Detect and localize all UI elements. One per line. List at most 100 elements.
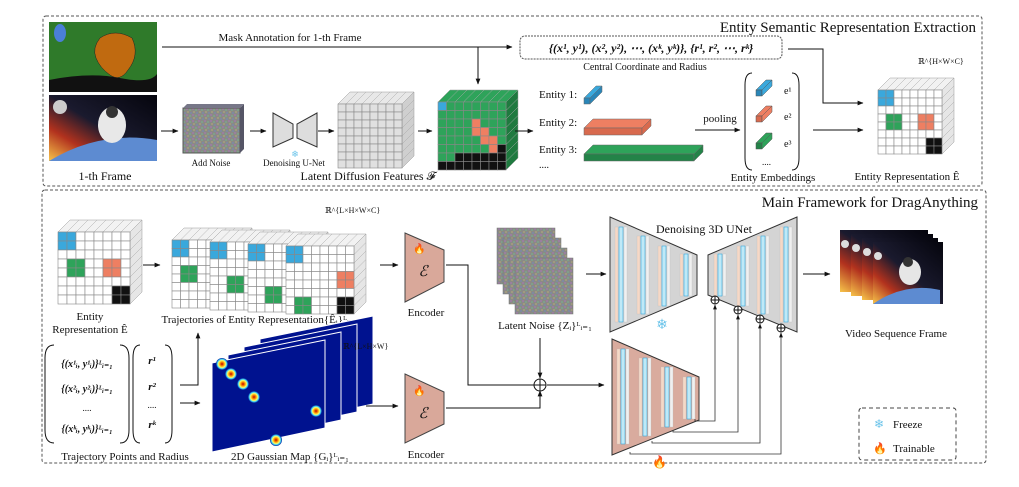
cube-side-line xyxy=(401,115,415,129)
cube-cell xyxy=(454,161,464,171)
cube-cell xyxy=(336,305,346,315)
embedding-cube-front xyxy=(755,89,763,97)
cube-side-line xyxy=(129,273,143,287)
trainable-layer-peach xyxy=(638,357,643,437)
cube-top-line xyxy=(345,233,358,247)
legend-freeze-label: Freeze xyxy=(893,419,922,431)
cube-cell xyxy=(471,135,481,145)
cube-cell xyxy=(120,276,131,287)
cube-cell xyxy=(901,113,911,123)
cube-side-line xyxy=(353,242,367,255)
cube-cell xyxy=(909,97,919,107)
cube-cell xyxy=(256,243,266,253)
cube-top-line xyxy=(66,219,80,233)
cube-cell xyxy=(488,118,498,128)
unet-enc-layer-gray xyxy=(688,253,693,297)
cube-cell xyxy=(84,276,95,287)
cube-cell xyxy=(264,294,274,304)
cube-cell xyxy=(345,288,355,298)
cube-cell xyxy=(311,288,321,298)
cube-cell xyxy=(877,105,887,115)
points-left-paren xyxy=(44,344,55,444)
traj-point-k: {(xᵏᵢ, yᵏᵢ)}ᴸᵢ₌₁ xyxy=(61,424,112,435)
cube-cell xyxy=(264,277,274,287)
cube-cell xyxy=(264,269,274,279)
cube-cell xyxy=(111,240,122,251)
unet-enc-layer-peach xyxy=(679,253,684,297)
cube-cell xyxy=(345,111,355,121)
embeddings-left-bracket xyxy=(744,72,753,171)
cube-cell xyxy=(209,250,219,260)
cube-top-line xyxy=(111,219,125,233)
cube-cell xyxy=(385,127,395,137)
cube-cell xyxy=(66,276,77,287)
cube-top-line xyxy=(488,89,502,103)
cube-cell xyxy=(319,305,329,315)
cube-cell xyxy=(226,292,236,302)
cube-cell xyxy=(345,143,355,153)
cube-cell xyxy=(901,105,911,115)
embedding-cube-side xyxy=(761,105,773,123)
cube-cell xyxy=(84,258,95,269)
cube-cell xyxy=(247,269,257,279)
cube-cell xyxy=(197,273,207,283)
cube-cell xyxy=(471,144,481,154)
pooling-label: pooling xyxy=(703,113,737,125)
cube-cell xyxy=(463,118,473,128)
cube-cell xyxy=(480,118,490,128)
cube-top-line xyxy=(205,227,219,241)
cube-side-line xyxy=(505,132,519,145)
cube-cell xyxy=(463,127,473,137)
cube-cell xyxy=(57,276,68,287)
cube-cell xyxy=(226,267,236,277)
video-frame-moon xyxy=(874,252,882,260)
cube-cell xyxy=(488,161,498,171)
cube-cell xyxy=(209,301,219,311)
cube-side-line xyxy=(941,101,955,115)
cube-cell xyxy=(302,288,312,298)
cube-cell xyxy=(909,113,919,123)
cube-cell xyxy=(885,145,895,155)
cube-cell xyxy=(361,119,371,129)
cube-cell xyxy=(353,127,363,137)
cube-cell xyxy=(877,121,887,131)
cube-side-line xyxy=(401,147,415,161)
cube-cell xyxy=(488,127,498,137)
cube-cell xyxy=(111,294,122,305)
video-frame-astronaut xyxy=(873,257,940,304)
cube-side-line xyxy=(401,123,415,137)
cube-cell xyxy=(57,285,68,296)
cube-cell xyxy=(917,97,927,107)
cube-cell xyxy=(319,288,329,298)
cube-cell xyxy=(877,129,887,139)
cube-cell xyxy=(463,135,473,145)
traj-label: Trajectories of Entity Representation{Êᵢ… xyxy=(161,314,358,326)
cube-cell xyxy=(925,121,935,131)
trainable-branch-body xyxy=(611,338,700,456)
traj-point-1: {(x¹ᵢ, y¹ᵢ)}ᴸᵢ₌₁ xyxy=(61,359,113,370)
cube-top-line xyxy=(311,233,324,247)
cube-cell xyxy=(273,286,283,296)
cube-cell xyxy=(226,284,236,294)
cube-cell xyxy=(345,279,355,289)
cube-cell xyxy=(893,137,903,147)
cube-cell xyxy=(336,279,346,289)
cube-top-line xyxy=(264,231,278,245)
unet-enc-layer-blue xyxy=(683,253,689,297)
gaussian-blob xyxy=(270,434,282,446)
cube-cell xyxy=(933,129,943,139)
entity-rep-label: Entity Representation Ê xyxy=(854,171,959,183)
trainable-layer-gray xyxy=(625,348,630,445)
cube-cell xyxy=(66,285,77,296)
cube-cell xyxy=(471,127,481,137)
cube-cell xyxy=(393,103,403,113)
gaussian-blob xyxy=(216,358,228,370)
cube-cell xyxy=(877,113,887,123)
traj-point-ellipsis: .... xyxy=(83,403,92,413)
cube-cell xyxy=(925,129,935,139)
cube-cell xyxy=(925,97,935,107)
cube-cell xyxy=(264,260,274,270)
cube-cell xyxy=(302,245,312,255)
cube-cell xyxy=(180,273,190,283)
entity-3-bar-side xyxy=(693,144,704,162)
